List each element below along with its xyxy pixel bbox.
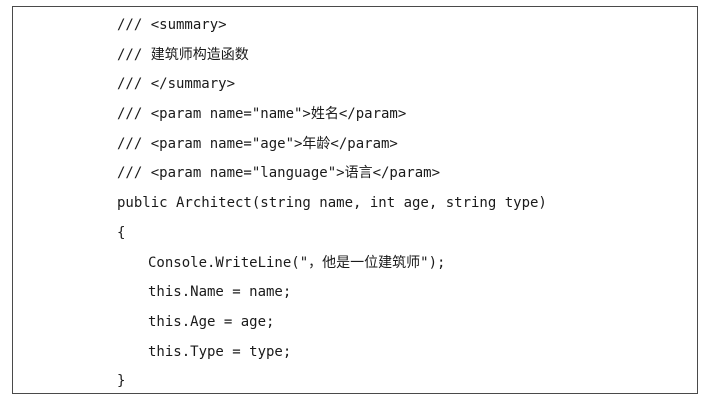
code-block: /// <summary> /// 建筑师构造函数 /// </summary>… xyxy=(117,11,547,397)
code-line-close-brace: } xyxy=(117,373,126,390)
code-line-console-writeline: Console.WriteLine("，他是一位建筑师"); xyxy=(148,254,446,271)
code-line-open-brace: { xyxy=(117,224,126,241)
code-line-summary-close: /// </summary> xyxy=(117,76,236,93)
code-line-param-language: /// <param name="language">语言</param> xyxy=(117,165,441,182)
code-line-param-age: /// <param name="age">年龄</param> xyxy=(117,135,398,152)
code-line-constructor-signature: public Architect(string name, int age, s… xyxy=(117,195,547,212)
code-line-param-name: /// <param name="name">姓名</param> xyxy=(117,106,407,123)
code-line-summary-open: /// <summary> xyxy=(117,17,227,33)
code-line-assign-type: this.Type = type; xyxy=(148,343,292,360)
code-frame: /// <summary> /// 建筑师构造函数 /// </summary>… xyxy=(12,6,698,394)
code-line-summary-text: /// 建筑师构造函数 xyxy=(117,46,249,63)
code-line-assign-name: this.Name = name; xyxy=(148,284,292,301)
code-line-assign-age: this.Age = age; xyxy=(148,313,275,330)
